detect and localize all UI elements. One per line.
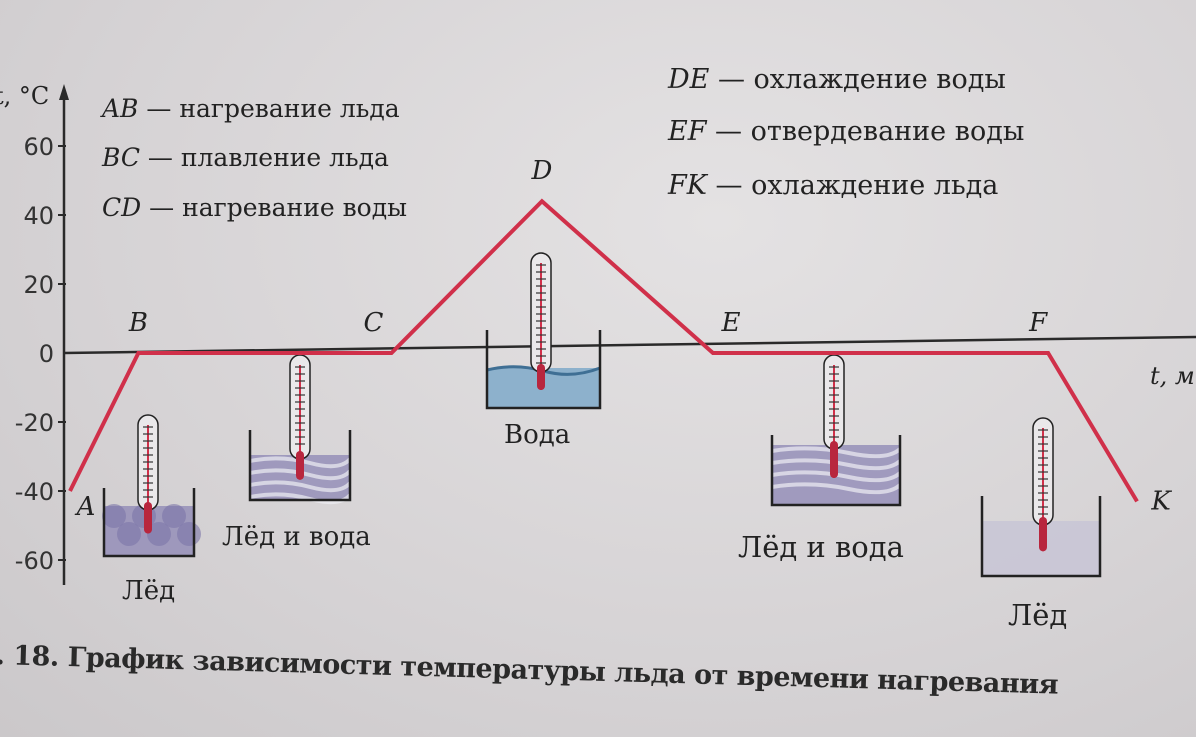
legend-text: — охлаждение льда	[715, 170, 999, 201]
segment-CD	[391, 201, 541, 353]
ice-streak	[771, 446, 902, 459]
point-label-K: K	[1150, 486, 1172, 516]
ice-chunk	[162, 504, 186, 528]
thermometer-bulb	[537, 364, 545, 390]
legend-item-ef: EF — отвердевание воды	[668, 116, 1024, 147]
legend-key: AB	[102, 94, 139, 123]
axes: 60 40 20 0 -20 -40 -60	[15, 84, 1196, 585]
ice-chunk	[147, 522, 171, 546]
series	[68, 198, 1139, 503]
y-axis-arrow-icon	[59, 84, 69, 100]
ice-streak	[249, 456, 352, 469]
legend-text: — плавление льда	[147, 143, 389, 172]
y-tick-label: -40	[15, 478, 54, 506]
ice-streak	[771, 482, 902, 495]
illustrations	[102, 252, 1102, 578]
beaker-icon	[770, 435, 902, 507]
beaker-icon	[248, 430, 352, 502]
legend-key: FK	[668, 170, 707, 201]
ice-chunk	[117, 522, 141, 546]
legend-key: CD	[102, 193, 142, 222]
beaker-icon	[980, 496, 1102, 578]
legend-key: DE	[668, 64, 710, 95]
illustration-ice-2	[980, 417, 1102, 578]
segment-FK	[1048, 353, 1137, 501]
legend-text: — нагревание льда	[146, 94, 400, 123]
y-tick-label: -60	[15, 547, 54, 575]
illustration-label-ice-water: Лёд и вода	[222, 522, 371, 552]
ice-streak	[249, 480, 352, 493]
illustration-label-water: Вода	[504, 420, 571, 450]
legend-item-bc: BC — плавление льда	[102, 143, 389, 172]
beaker-icon	[102, 488, 196, 558]
illustration-label-ice-water-2: Лёд и вода	[738, 530, 904, 564]
thermometer-bulb	[296, 451, 304, 480]
y-axis-label: t, °C	[0, 82, 50, 110]
thermometer-bulb	[830, 441, 838, 478]
segment-AB	[70, 353, 138, 491]
illustration-label-ice: Лёд	[122, 576, 176, 606]
legend-key: EF	[668, 116, 707, 147]
legend-text: — нагревание воды	[149, 193, 408, 222]
legend-item-cd: CD — нагревание воды	[102, 193, 407, 222]
illustration-water	[485, 252, 602, 410]
legend-text: — отвердевание воды	[715, 116, 1025, 147]
legend-item-de: DE — охлаждение воды	[668, 64, 1006, 95]
ice-chunk	[177, 522, 201, 546]
y-tick-label: 40	[23, 202, 54, 230]
ice-streak	[249, 468, 352, 481]
segment-DE	[542, 201, 713, 353]
ice-streak	[771, 470, 902, 483]
point-label-D: D	[531, 156, 553, 186]
series-line	[68, 198, 1139, 503]
point-label-C: C	[364, 308, 384, 338]
point-label-E: E	[720, 308, 740, 338]
figure-number: . 18.	[0, 640, 60, 673]
y-tick-label: 60	[23, 133, 54, 161]
point-label-B: B	[128, 308, 148, 338]
legend-item-ab: AB — нагревание льда	[102, 94, 400, 123]
y-tick-label: -20	[15, 409, 54, 437]
point-label-A: A	[75, 492, 96, 522]
thermometer-bulb	[1039, 517, 1047, 552]
point-label-F: F	[1028, 308, 1048, 338]
ice-streak	[771, 458, 902, 471]
illustration-ice	[102, 414, 201, 558]
x-axis-line	[63, 335, 1196, 355]
y-tick-label: 20	[23, 271, 54, 299]
beaker-icon	[485, 330, 602, 410]
illustration-label-ice-2: Лёд	[1008, 598, 1068, 632]
legend-item-fk: FK — охлаждение льда	[668, 170, 998, 201]
legend-text: — охлаждение воды	[717, 64, 1006, 95]
illustration-ice-water-2	[770, 354, 902, 507]
thermometer-bulb	[144, 502, 152, 534]
legend-key: BC	[102, 143, 140, 172]
x-axis-label: t, м	[1150, 362, 1195, 390]
illustration-ice-water	[248, 354, 352, 505]
ice-chunk	[102, 504, 126, 528]
y-tick-label: 0	[39, 340, 54, 368]
